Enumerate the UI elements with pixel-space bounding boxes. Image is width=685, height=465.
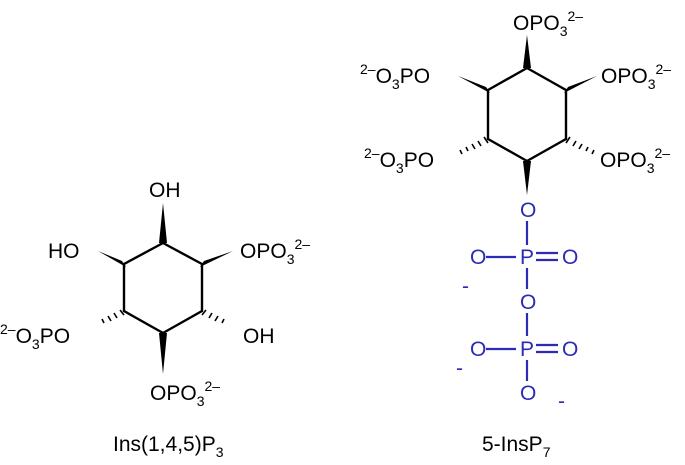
wedge-bond <box>200 251 233 267</box>
label-opo3-lower-right: OPO32– <box>600 145 670 176</box>
right-molecule: OPO32– 2–O3PO OPO32– 2–O3PO OPO32– O O P… <box>360 8 671 460</box>
label-opo3-upper-right: OPO32– <box>601 61 671 92</box>
ring-bond <box>122 241 165 266</box>
ring-bond <box>122 309 165 335</box>
atom-o: O <box>470 338 486 361</box>
label-o3po-upper-left: 2–O3PO <box>360 61 430 92</box>
ring-bond <box>525 66 568 92</box>
left-molecule: OH HO OPO32– 2–O3PO OH OPO32– Ins(1,4,5)… <box>0 179 310 460</box>
atom-p: P <box>520 246 534 269</box>
atom-o: O <box>520 382 536 405</box>
wedge-bond <box>523 161 531 195</box>
label-o3po-lower-left: 2–O3PO <box>364 145 434 176</box>
wedge-bond <box>564 76 597 93</box>
charge-minus: - <box>462 275 469 298</box>
charge-minus: - <box>558 390 565 413</box>
hashed-bond <box>459 136 489 155</box>
ring-bond <box>486 66 529 92</box>
ring-bond <box>525 137 568 163</box>
caption-right: 5-InsP7 <box>482 433 551 460</box>
wedge-bond <box>98 251 126 267</box>
wedge-bond <box>159 333 167 374</box>
hashed-bond <box>101 309 125 324</box>
atom-o: O <box>562 246 578 269</box>
wedge-bond <box>523 35 531 68</box>
caption-left: Ins(1,4,5)P3 <box>113 433 224 460</box>
atom-o: O <box>562 338 578 361</box>
charge-minus: - <box>456 357 463 380</box>
wedge-bond <box>159 203 167 243</box>
label-oh-right: OH <box>243 325 275 348</box>
hashed-bond <box>201 309 225 324</box>
label-opo3-top: OPO32– <box>513 8 583 39</box>
ring-bond <box>486 137 529 163</box>
atom-o-bridge: O <box>520 291 536 314</box>
label-oh-top: OH <box>149 179 181 202</box>
ring-bond <box>161 241 204 266</box>
atom-o: O <box>470 246 486 269</box>
hashed-bond <box>565 136 595 155</box>
atom-p: P <box>520 338 534 361</box>
label-o3po-left: 2–O3PO <box>0 321 70 352</box>
label-ho: HO <box>48 240 80 263</box>
pyrophosphate-group: O O P O - O O P O - O - <box>456 199 578 413</box>
wedge-bond <box>458 76 490 93</box>
ring-bond <box>161 309 204 335</box>
label-opo3-bottom: OPO32– <box>150 378 220 409</box>
atom-o: O <box>520 199 536 222</box>
label-opo3-right: OPO32– <box>240 236 310 267</box>
